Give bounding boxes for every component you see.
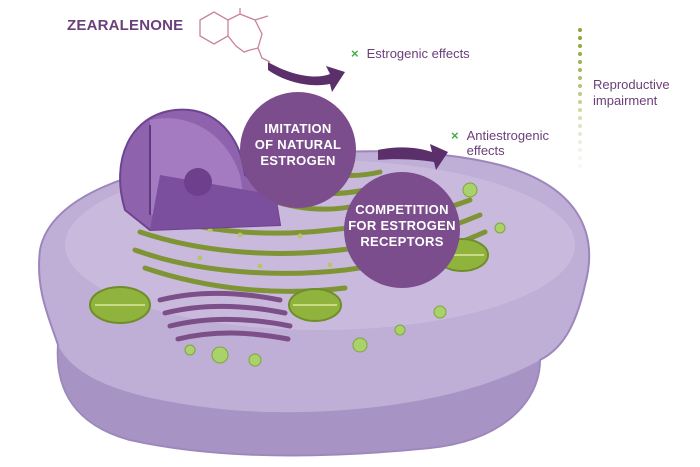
bubble-line: FOR ESTROGEN [348, 218, 456, 233]
arrow-to-estrogenic [268, 62, 345, 92]
effect-text-line: effects [466, 143, 505, 158]
bubble-line: OF NATURAL [254, 137, 342, 152]
side-label-line: Reproductive [593, 77, 670, 92]
mechanism-competition-text: COMPETITION FOR ESTROGEN RECEPTORS [348, 202, 456, 250]
check-icon: × [351, 46, 359, 61]
check-icon: × [451, 128, 459, 143]
bubble-line: IMITATION [264, 121, 332, 136]
bubble-line: ESTROGEN [260, 153, 336, 168]
golgi-apparatus [157, 290, 293, 342]
bubble-line: RECEPTORS [360, 234, 444, 249]
effect-text-line: Antiestrogenic [466, 128, 549, 143]
compound-title: ZEARALENONE [67, 17, 184, 34]
effect-text: Estrogenic effects [366, 46, 470, 61]
arrow-to-antiestrogenic [378, 144, 448, 170]
nucleus [119, 108, 282, 232]
impairment-dotted-line [578, 28, 582, 168]
estrogenic-effects-label: × Estrogenic effects [351, 46, 470, 61]
mechanism-imitation-text: IMITATION OF NATURAL ESTROGEN [246, 121, 350, 169]
mechanism-bubble-1 [240, 92, 356, 208]
bubble-line: COMPETITION [355, 202, 449, 217]
nucleolus [184, 168, 212, 196]
vesicles [184, 182, 506, 367]
side-label-line: impairment [593, 93, 658, 108]
cell-lower-body [57, 345, 540, 456]
mechanism-bubble-2 [344, 172, 460, 288]
zearalenone-structure [199, 8, 271, 63]
reproductive-impairment-label: Reproductive impairment [593, 77, 693, 109]
